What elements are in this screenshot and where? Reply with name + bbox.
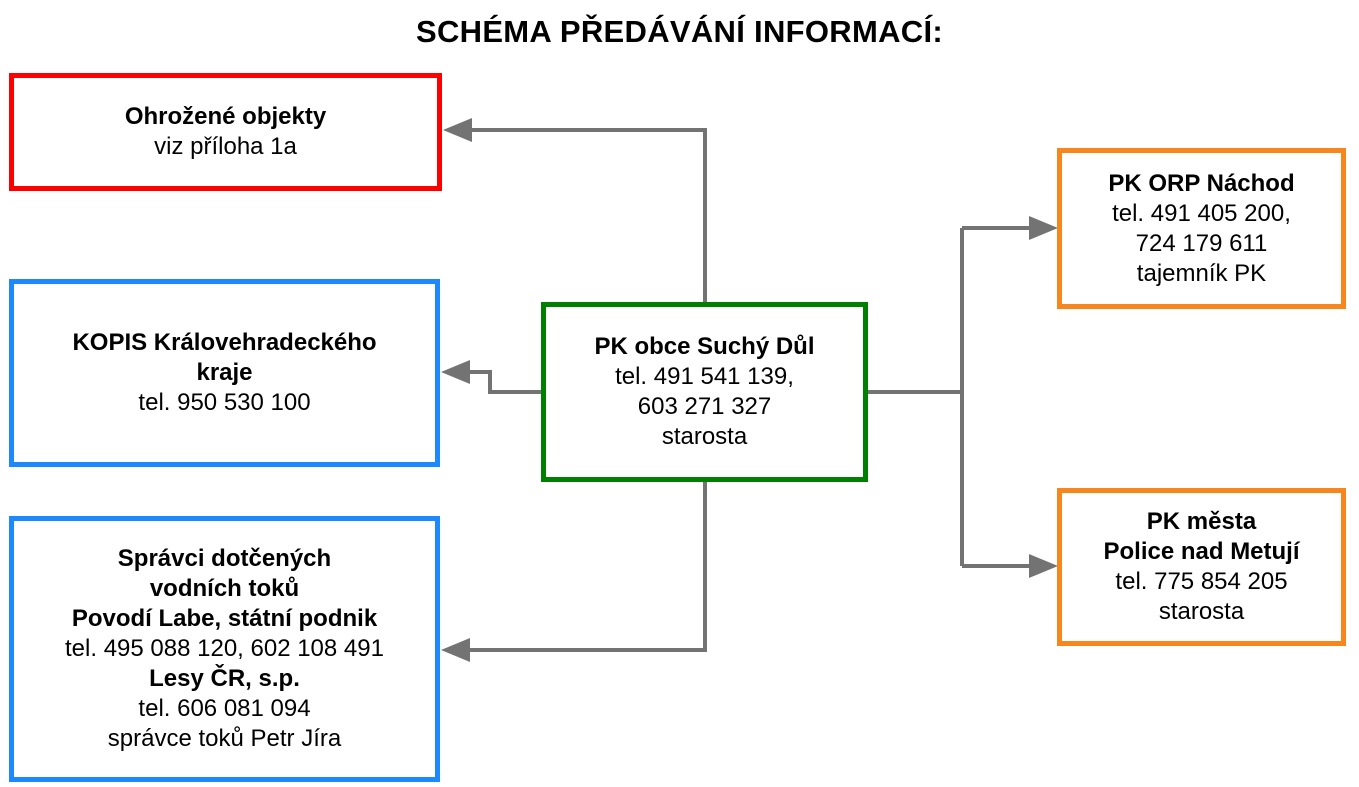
povodi-labe-phone: tel. 495 088 120, 602 108 491 (65, 635, 384, 662)
lesy-cr-contact: správce toků Petr Jíra (107, 725, 342, 752)
lesy-cr-name: Lesy ČR, s.p. (149, 665, 300, 692)
arrow-to-spravci (470, 481, 707, 652)
diagram-title: SCHÉMA PŘEDÁVÁNÍ INFORMACÍ: (415, 14, 944, 49)
police-phone: tel. 775 854 205 (1115, 568, 1288, 595)
orp-phone-1: tel. 491 405 200, (1112, 199, 1291, 227)
police-title-line2: Police nad Metují (1103, 538, 1300, 565)
arrowhead-orp (1029, 216, 1058, 240)
police-title-line1: PK města (1146, 508, 1257, 535)
police-role: starosta (1158, 598, 1245, 625)
orp-role: tajemník PK (1136, 259, 1267, 287)
kopis-title-line2: kraje (196, 359, 253, 386)
spravci-title-line1: Správci dotčených (117, 545, 332, 572)
orp-title: PK ORP Náchod (1108, 169, 1295, 197)
kopis-title-line1: KOPIS Královehradeckého (72, 329, 377, 356)
center-phone-2: 603 271 327 (637, 393, 772, 420)
orp-phone-2: 724 179 611 (1135, 229, 1268, 257)
arrow-to-kopis (468, 370, 542, 394)
center-phone-1: tel. 491 541 139, (615, 363, 794, 390)
box-spravci-toku: Správci dotčených vodních toků Povodí La… (9, 516, 440, 782)
center-role: starosta (661, 423, 748, 450)
lesy-cr-phone: tel. 606 081 094 (138, 695, 311, 722)
povodi-labe-name: Povodí Labe, státní podnik (71, 605, 378, 632)
arrowhead-kopis (441, 360, 470, 384)
box-pk-mesta-police: PK města Police nad Metují tel. 775 854 … (1057, 488, 1346, 646)
box-pk-orp-nachod: PK ORP Náchod tel. 491 405 200, 724 179 … (1057, 148, 1346, 309)
center-title: PK obce Suchý Důl (594, 333, 815, 360)
box-pk-obce-suchy-dul: PK obce Suchý Důl tel. 491 541 139, 603 … (541, 302, 868, 482)
arrowhead-spravci (441, 638, 470, 662)
ohrozene-note: viz příloha 1a (154, 133, 297, 160)
ohrozene-title: Ohrožené objekty (124, 103, 327, 130)
arrowhead-police (1029, 554, 1058, 578)
arrowhead-ohrozene (443, 118, 472, 142)
arrow-to-ohrozene-objekty (472, 128, 707, 303)
spravci-title-line2: vodních toků (149, 575, 300, 602)
kopis-phone: tel. 950 530 100 (138, 389, 311, 416)
box-kopis: KOPIS Královehradeckého kraje tel. 950 5… (9, 279, 440, 467)
box-ohrozene-objekty: Ohrožené objekty viz příloha 1a (9, 73, 442, 191)
